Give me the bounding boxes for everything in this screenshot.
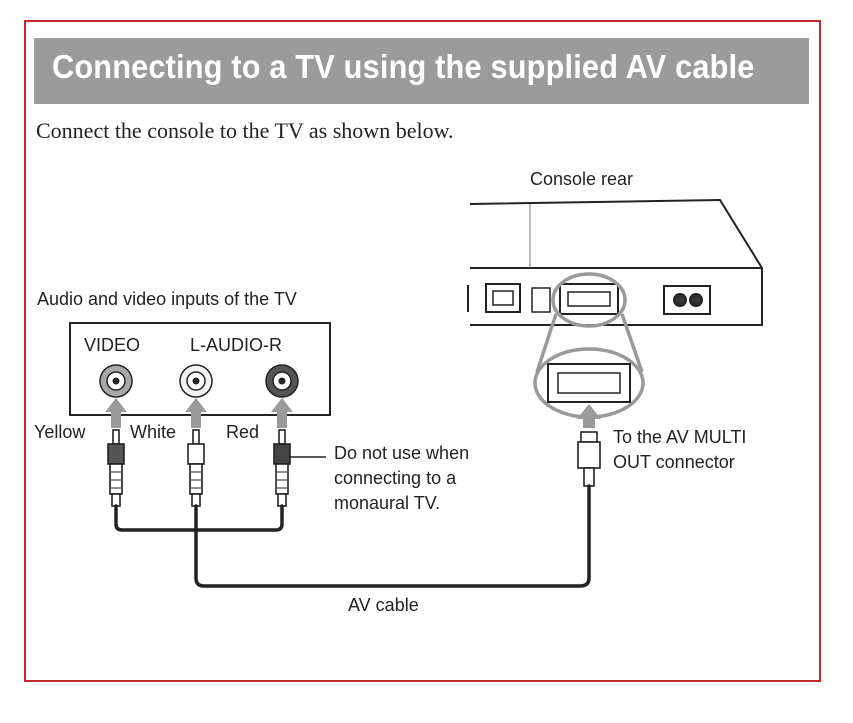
connector-note-line-1: To the AV MULTI xyxy=(613,427,747,447)
up-arrow-icon xyxy=(577,404,601,428)
av-multi-out-zoom-icon xyxy=(547,363,631,403)
audio-right-jack-icon xyxy=(265,364,299,398)
tv-inputs-label: Audio and video inputs of the TV xyxy=(37,289,297,309)
page-title: Connecting to a TV using the supplied AV… xyxy=(52,48,755,85)
plug-color-white: White xyxy=(130,422,177,442)
mono-note-line-3: monaural TV. xyxy=(334,493,441,513)
up-arrow-icon xyxy=(185,398,207,428)
mono-note-line-1: Do not use when xyxy=(334,443,470,463)
up-arrow-icon xyxy=(271,398,293,428)
plug-color-yellow: Yellow xyxy=(34,422,86,442)
video-jack-icon xyxy=(99,364,133,398)
av-multi-plug-icon xyxy=(577,431,601,487)
jack-video-label: VIDEO xyxy=(84,335,141,355)
cable-label: AV cable xyxy=(348,595,419,615)
jack-audio-label: L-AUDIO-R xyxy=(190,335,283,355)
yellow-plug-icon xyxy=(107,429,125,507)
connector-note-line-2: OUT connector xyxy=(613,452,735,472)
av-cable xyxy=(114,484,591,588)
console-rear-illustration xyxy=(467,198,763,326)
audio-left-jack-icon xyxy=(179,364,213,398)
mono-note-line-2: connecting to a xyxy=(334,468,457,488)
plug-color-red: Red xyxy=(226,422,260,442)
console-rear-label: Console rear xyxy=(530,169,634,189)
up-arrow-icon xyxy=(105,398,127,428)
heading-banner: Connecting to a TV using the supplied AV… xyxy=(34,38,809,104)
intro-text: Connect the console to the TV as shown b… xyxy=(36,118,454,143)
white-plug-icon xyxy=(187,429,205,507)
red-plug-icon xyxy=(273,429,291,507)
